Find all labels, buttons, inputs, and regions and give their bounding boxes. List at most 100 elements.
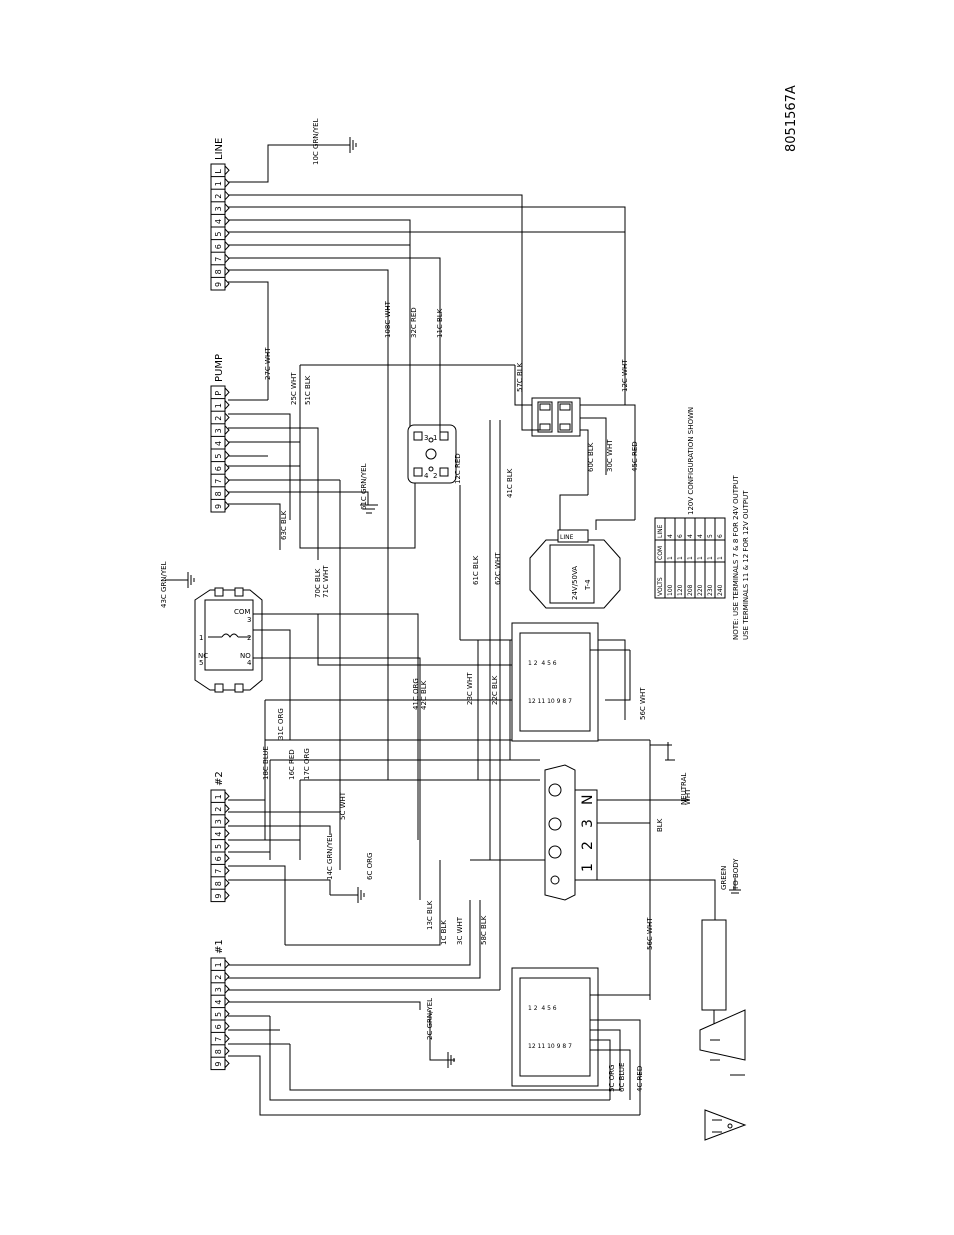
note-line-1: NOTE: USE TERMINALS 7 & 8 FOR 24V OUTPUT bbox=[732, 475, 740, 640]
line-block-wires bbox=[228, 137, 626, 440]
terminal-number: 2 bbox=[214, 975, 223, 980]
wire-label: 3C WHT bbox=[456, 916, 464, 945]
power-cord bbox=[699, 919, 746, 1076]
wire-label: 12C WHT bbox=[621, 359, 629, 392]
wire-label: 22C BLK bbox=[491, 675, 499, 705]
wire-label: 41C ORG bbox=[412, 678, 420, 710]
wire-label: 43C GRN/YEL bbox=[160, 561, 168, 608]
relay-com-label: COM bbox=[234, 608, 250, 616]
switch-terminal-3: 3 bbox=[424, 434, 428, 442]
wire-label: NEUTRAL bbox=[680, 773, 688, 805]
svg-text:1 2 4 5 6: 1 2 4 5 6 bbox=[528, 1005, 557, 1012]
volts-table-cell: 5 bbox=[707, 534, 714, 538]
svg-text:1 2 4 5 6: 1 2 4 5 6 bbox=[528, 660, 557, 667]
small-relay bbox=[514, 365, 636, 520]
wire-label: 61C BLK bbox=[472, 555, 480, 585]
volts-table-cell: 1 bbox=[677, 556, 684, 560]
wire-label: 56C WHT bbox=[639, 687, 647, 720]
terminal-number: 7 bbox=[214, 869, 223, 874]
power-relay: COM 3 1 2 NC NO 5 4 bbox=[165, 572, 263, 693]
wire-label: 12C RED bbox=[454, 453, 462, 484]
terminal-number: 4 bbox=[214, 441, 223, 446]
wire-label: 32C RED bbox=[410, 307, 418, 338]
terminal-number: 3 bbox=[214, 206, 223, 211]
terminal-number: 9 bbox=[214, 894, 223, 899]
volts-table-cell: 1 bbox=[697, 556, 704, 560]
config-note: 120V CONFIGURATION SHOWN bbox=[687, 407, 695, 515]
volts-table-header: LINE bbox=[657, 524, 664, 538]
volts-table-cell: 120 bbox=[677, 584, 684, 596]
wire-label: 16C RED bbox=[288, 749, 296, 780]
receptacle-2: 2 bbox=[580, 841, 596, 850]
wire-label: 18C BLUE bbox=[262, 746, 270, 780]
selector-switch: 3 1 4 2 bbox=[407, 424, 457, 484]
transformer-rating: 24V/50VA bbox=[571, 566, 579, 600]
volts-table-cell: 1 bbox=[717, 556, 724, 560]
terminal-number: 5 bbox=[214, 844, 223, 849]
relay-terminal-2: 2 bbox=[247, 634, 251, 642]
terminal-number: 8 bbox=[214, 491, 223, 496]
switch-terminal-1: 1 bbox=[433, 434, 437, 442]
terminal-number: 6 bbox=[214, 1024, 223, 1029]
transformer-t4: LINE 24V/50VA T-4 bbox=[529, 494, 635, 609]
wire-label: 23C WHT bbox=[466, 672, 474, 705]
wire-label: 27C WHT bbox=[264, 347, 272, 380]
terminal-number: 3 bbox=[214, 428, 223, 433]
config-note-group: 120V CONFIGURATION SHOWN bbox=[687, 407, 695, 515]
volts-table-header: VOLTS bbox=[657, 577, 664, 596]
output-block-lower: 1 2 4 5 6 12 11 10 9 8 7 bbox=[511, 967, 650, 1100]
volts-table-cell: 240 bbox=[717, 584, 724, 596]
wire-label: 61C GRN/YEL bbox=[360, 463, 368, 510]
relay-terminal-1: 1 bbox=[199, 634, 203, 642]
terminal-number: 6 bbox=[214, 244, 223, 249]
wire-label: 17C ORG bbox=[303, 748, 311, 780]
terminal-number: 5 bbox=[214, 454, 223, 459]
wire-label: 71C WHT bbox=[322, 565, 330, 598]
volts-table-cell: 1 bbox=[687, 556, 694, 560]
wire-label: 31C ORG bbox=[277, 708, 285, 740]
block1-wires bbox=[228, 900, 641, 1116]
receptacle-3: 3 bbox=[580, 819, 596, 828]
volts-table-cell: 4 bbox=[667, 534, 674, 538]
terminal-number: 3 bbox=[214, 987, 223, 992]
block2-wires bbox=[228, 799, 441, 946]
wire-label: 57C BLK bbox=[516, 362, 524, 392]
wire-label: 2C GRN/YEL bbox=[426, 998, 434, 1040]
wire-label: BLK bbox=[656, 818, 664, 832]
transformer-label: T-4 bbox=[584, 579, 592, 591]
terminal-number: 2 bbox=[214, 807, 223, 812]
svg-text:12 11 10 9 8 7: 12 11 10 9 8 7 bbox=[528, 1043, 572, 1050]
terminal-block-title: LINE bbox=[214, 138, 225, 160]
terminal-number: L bbox=[214, 169, 223, 174]
terminal-number: P bbox=[214, 391, 223, 396]
volts-table-cell: 100 bbox=[667, 584, 674, 596]
wire-label: WHT bbox=[684, 788, 692, 805]
terminal-number: 5 bbox=[214, 232, 223, 237]
transformer-line-label: LINE bbox=[560, 534, 574, 541]
wire-label: 108C WHT bbox=[384, 300, 392, 338]
wire-label: 1C BLK bbox=[440, 920, 448, 945]
volts-table-cell: 230 bbox=[707, 584, 714, 596]
wire-label: 51C BLK bbox=[304, 375, 312, 405]
wire-label: 42C BLK bbox=[420, 680, 428, 710]
terminal-number: 1 bbox=[214, 794, 223, 799]
volts-table-cell: 1 bbox=[667, 556, 674, 560]
relay-terminal-5: 5 bbox=[199, 659, 203, 667]
volts-table-cell: 6 bbox=[717, 534, 724, 538]
note-line-2: USE TERMINALS 11 & 12 FOR 12V OUTPUT bbox=[742, 490, 750, 640]
receptacle-n: N bbox=[580, 795, 596, 805]
wire-label: GREEN bbox=[720, 866, 728, 890]
volts-table-cell: 4 bbox=[687, 534, 694, 538]
switch-terminal-2: 2 bbox=[433, 472, 437, 480]
wire-label: TO BODY bbox=[732, 858, 740, 891]
wire-label: 60C BLK bbox=[587, 442, 595, 472]
relay-nc-label: NC bbox=[198, 652, 208, 660]
terminal-number: 8 bbox=[214, 269, 223, 274]
volts-table-cell: 6 bbox=[677, 534, 684, 538]
terminal-number: 6 bbox=[214, 856, 223, 861]
volts-table-cell: 208 bbox=[687, 584, 694, 596]
